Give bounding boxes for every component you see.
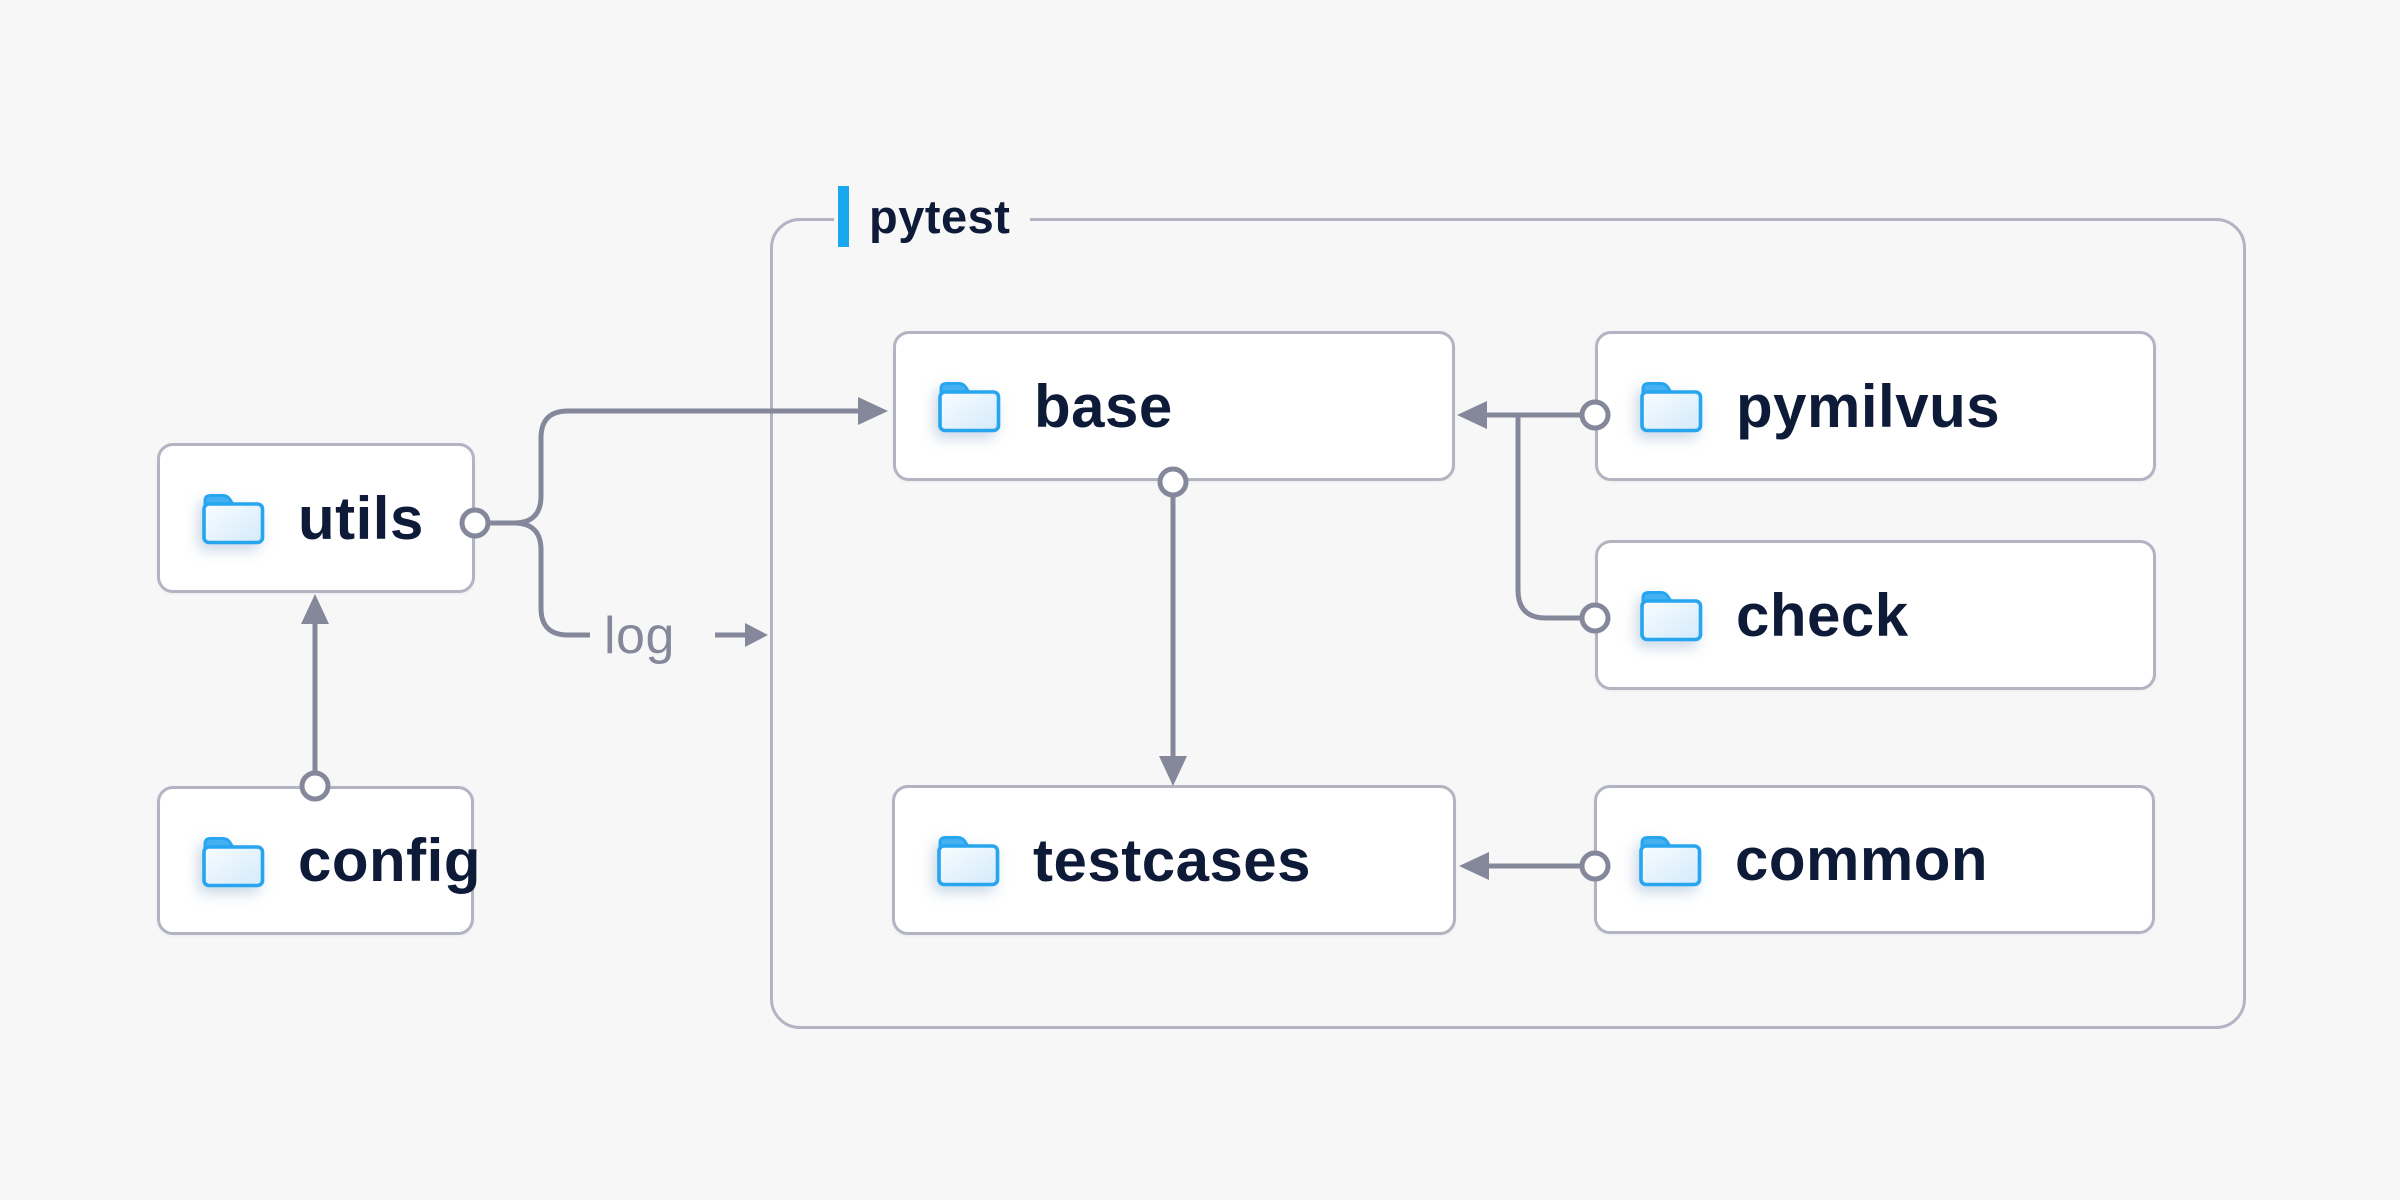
- node-testcases: testcases: [892, 785, 1456, 935]
- edge-config-utils-arrowhead: [301, 594, 329, 624]
- pytest-group-title: pytest: [869, 190, 1011, 243]
- edge-log-label: log: [604, 607, 675, 665]
- pytest-group-container: [770, 218, 2246, 1029]
- node-pymilvus: pymilvus: [1595, 331, 2156, 481]
- folder-icon: [1637, 832, 1703, 888]
- edge-utils-log-line: [488, 520, 590, 638]
- node-label: pymilvus: [1736, 372, 2001, 440]
- node-utils: utils: [157, 443, 475, 593]
- node-label: testcases: [1033, 826, 1312, 894]
- folder-icon: [1638, 378, 1704, 434]
- node-label: check: [1736, 581, 1909, 649]
- node-label: base: [1034, 372, 1173, 440]
- accent-bar: [838, 186, 849, 247]
- node-common: common: [1594, 785, 2155, 934]
- node-label: config: [298, 827, 481, 894]
- folder-icon: [1638, 587, 1704, 643]
- node-label: common: [1735, 826, 1989, 893]
- pytest-group-label: pytest: [834, 186, 1031, 247]
- node-check: check: [1595, 540, 2156, 690]
- folder-icon: [200, 833, 266, 889]
- node-label: utils: [298, 484, 424, 552]
- folder-icon: [935, 832, 1001, 888]
- edge-log-arrowhead: [745, 623, 768, 647]
- folder-icon: [936, 378, 1002, 434]
- node-config: config: [157, 786, 480, 935]
- node-base: base: [893, 331, 1455, 481]
- folder-icon: [200, 490, 266, 546]
